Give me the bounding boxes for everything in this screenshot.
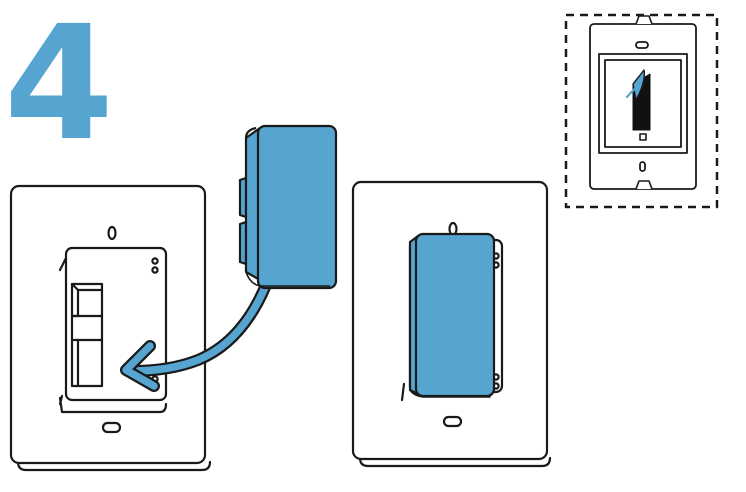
switch-frame-edge xyxy=(58,256,68,272)
wallplate-covered-icon xyxy=(351,180,552,468)
detail-frame xyxy=(564,13,719,209)
peeling-sticker-detail-icon xyxy=(564,13,719,209)
blue-sticker-cover-icon xyxy=(238,124,338,290)
top-screw xyxy=(107,225,117,241)
bottom-screw xyxy=(101,421,122,434)
bottom-screw xyxy=(442,415,463,428)
applied-cover xyxy=(414,232,496,398)
wallplate-with-paddle-switch-icon xyxy=(9,184,212,472)
step-number: 4 xyxy=(4,0,114,176)
switch-frame-bottom-edge xyxy=(58,396,168,414)
curved-arrow-icon xyxy=(120,279,272,392)
paddle-rocker xyxy=(70,282,104,388)
